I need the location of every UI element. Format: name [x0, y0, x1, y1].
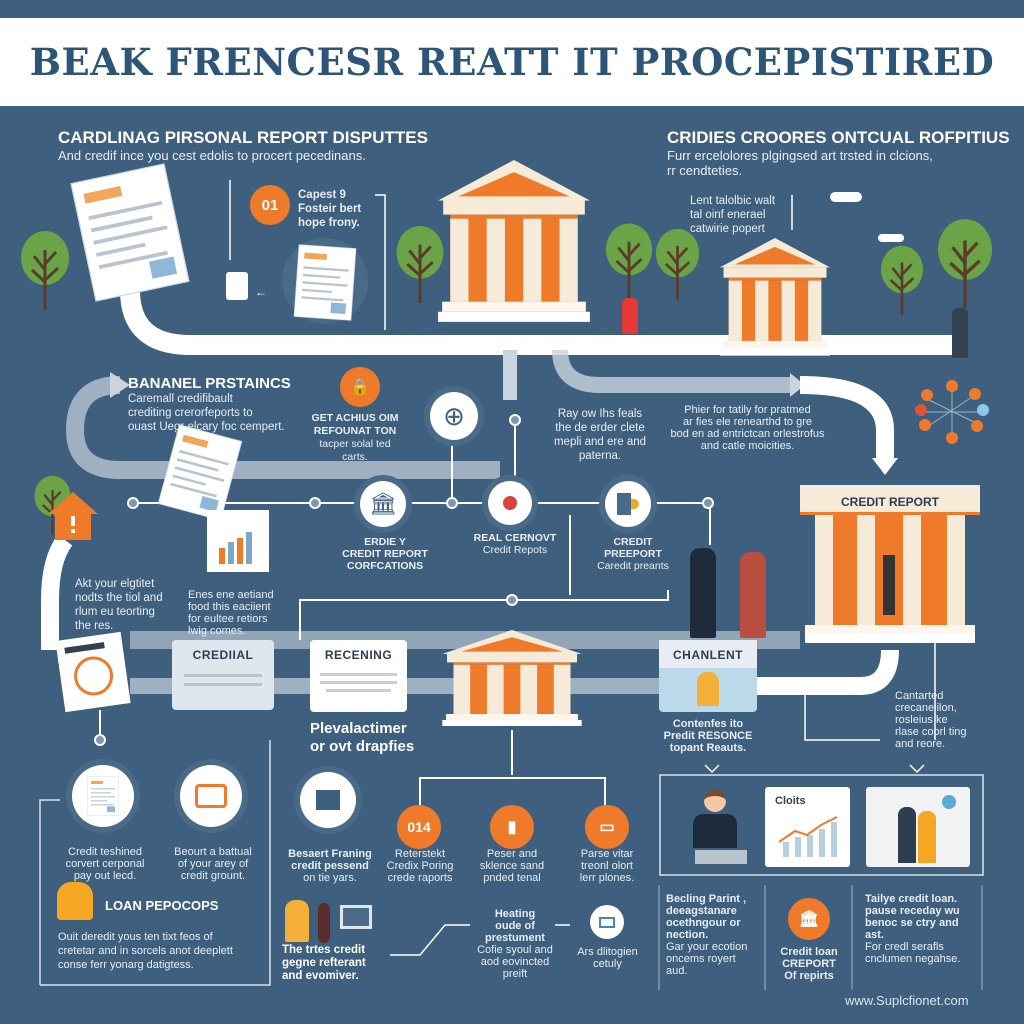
- bank-badge-icon: 🏛: [788, 898, 830, 940]
- step-01-badge: 01: [250, 185, 290, 225]
- footer-url[interactable]: www.Suplcfionet.com: [845, 993, 969, 1008]
- recening-card: RECENING: [310, 640, 407, 712]
- calculator-icon: [226, 272, 248, 300]
- bar-chart-document-icon: [207, 510, 269, 572]
- clipboard-icon: ▮: [490, 805, 534, 849]
- growth-chart-icon: [778, 816, 838, 857]
- report-document-icon: [289, 243, 360, 322]
- dispute-document-icon: [55, 631, 131, 713]
- document-icon: [72, 765, 134, 827]
- header-band: [0, 18, 1024, 106]
- presentation-icon: [300, 772, 356, 828]
- arrow-left-icon: ←: [255, 285, 267, 299]
- timeline-node: [127, 497, 139, 509]
- person-walking-icon: [622, 298, 638, 334]
- person-icon: [285, 900, 309, 942]
- credit-report-building: [805, 515, 975, 643]
- lock-icon: 🔒: [340, 367, 380, 407]
- bank-building-icon: [710, 238, 840, 363]
- credit-report-sign: CREDIT REPORT: [800, 485, 980, 515]
- person-avatar-icon: [57, 882, 93, 920]
- network-icon-cluster: [915, 380, 989, 444]
- section-right-subtitle: Furr ercelolores plgingsed art trsted in…: [667, 148, 933, 178]
- tree-icon: [878, 245, 926, 315]
- timeline-node: [509, 414, 521, 426]
- chart-panel-title: Cloits: [775, 795, 806, 807]
- tree-icon: [935, 218, 995, 308]
- loan-heading: LOAN PEPOCOPS: [105, 898, 219, 913]
- tree-icon: [655, 228, 700, 300]
- bank-building-icon: [438, 630, 586, 732]
- report-icon: [488, 481, 532, 525]
- crediial-card: CREDIIAL: [172, 640, 274, 710]
- section-right-heading: CRIDIES CROORES ONTCUAL ROFPITIUS: [667, 128, 1010, 147]
- person-icon: [952, 308, 968, 358]
- chart-panel: Cloits: [765, 787, 850, 867]
- section-left-heading: CARDLINAG PIRSONAL REPORT DISPUTTES: [58, 128, 428, 147]
- bank-building-icon: [438, 160, 590, 332]
- timeline-node: [446, 497, 458, 509]
- person-icon: [318, 903, 330, 943]
- tree-icon: [605, 222, 653, 300]
- page-title: BEAK FRENCESR REATT IT PROCEPISTIRED: [29, 40, 995, 84]
- cloud-icon: [830, 192, 862, 202]
- businessman-at-laptop-illustration: [685, 790, 747, 868]
- section-left-subtitle: And credif ince you cest edolis to proce…: [58, 148, 366, 163]
- timeline-node: [702, 497, 714, 509]
- team-meeting-illustration: [866, 787, 970, 867]
- bank-icon: 🏛: [360, 481, 406, 527]
- timeline-node: [309, 497, 321, 509]
- house-alert-icon: [48, 492, 98, 540]
- timeline-node: [506, 594, 518, 606]
- computer-icon: [340, 905, 372, 929]
- globe-icon: ⊕: [430, 392, 478, 440]
- laptop-icon: [590, 905, 624, 939]
- door-icon: [605, 481, 651, 527]
- chat-bubble-icon: [180, 765, 242, 827]
- banner-heading: BANANEL PRSTAINCS: [128, 375, 291, 392]
- tree-icon: [20, 230, 70, 310]
- person-icon: [690, 548, 716, 638]
- person-icon: [740, 552, 766, 638]
- timeline-node: [94, 734, 106, 746]
- monitor-icon: ▭: [585, 805, 629, 849]
- cloud-icon: [878, 234, 904, 242]
- step-014-badge: 014: [397, 805, 441, 849]
- chanlent-card: CHANLENT: [659, 640, 757, 712]
